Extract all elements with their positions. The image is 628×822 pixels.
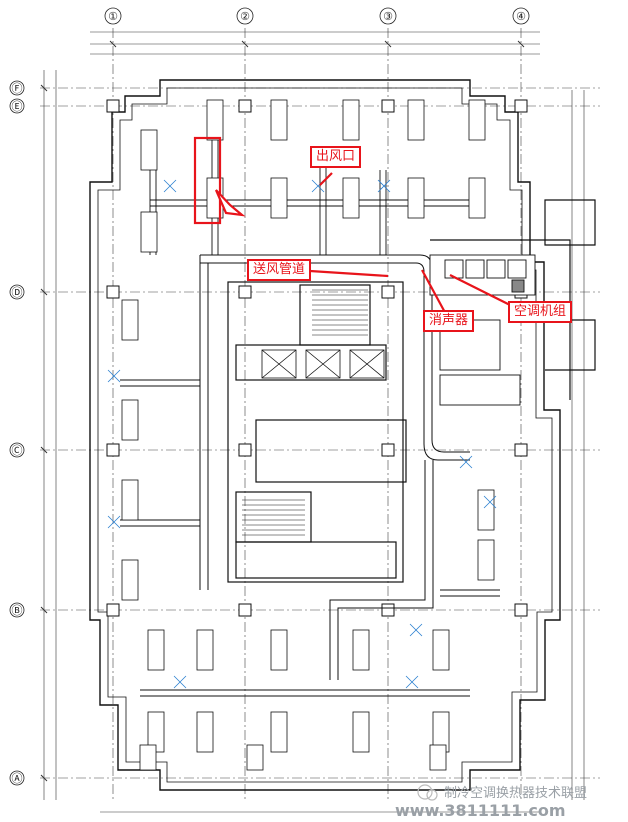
axis-label-row-e: Ⓔ [12, 100, 23, 113]
outlet-callout: 出风口 [310, 146, 362, 168]
upper-branch-ducts [149, 120, 480, 255]
building-core [227, 281, 407, 583]
supply-duct-loop [199, 254, 470, 680]
lower-branch-ducts [120, 379, 500, 697]
watermark-site: www.3811111.com [395, 801, 566, 820]
column-grid-lines [112, 28, 522, 800]
axis-label-row-f: Ⓕ [12, 82, 23, 95]
axis-label-row-b: Ⓑ [12, 604, 23, 617]
row-axis-bubbles [9, 80, 25, 786]
supply-duct-callout: 送风管道 [247, 259, 312, 281]
ahu-callout: 空调机组 [508, 301, 573, 323]
axis-label-col-3: ③ [383, 11, 393, 23]
supply-diffusers [121, 99, 495, 771]
watermark-logo [417, 784, 438, 801]
ahu-equipment [429, 254, 536, 406]
axis-label-row-c: Ⓒ [12, 444, 23, 457]
structural-columns [106, 99, 528, 617]
diffuser-crosses [107, 179, 497, 689]
dimension-lines [40, 31, 585, 813]
silencer-callout: 消声器 [423, 310, 475, 332]
stair-treads [242, 289, 368, 536]
axis-label-col-2: ② [240, 11, 250, 23]
axis-label-col-1: ① [108, 11, 118, 23]
column-axis-bubbles [104, 7, 530, 25]
watermark-text: 制冷空调换热器技术联盟 [444, 786, 588, 801]
elevator-shafts [261, 349, 385, 379]
axis-label-col-4: ④ [516, 11, 526, 23]
building-outline [89, 79, 561, 791]
axis-label-row-a: Ⓐ [12, 772, 23, 785]
axis-label-row-d: Ⓓ [12, 286, 23, 299]
